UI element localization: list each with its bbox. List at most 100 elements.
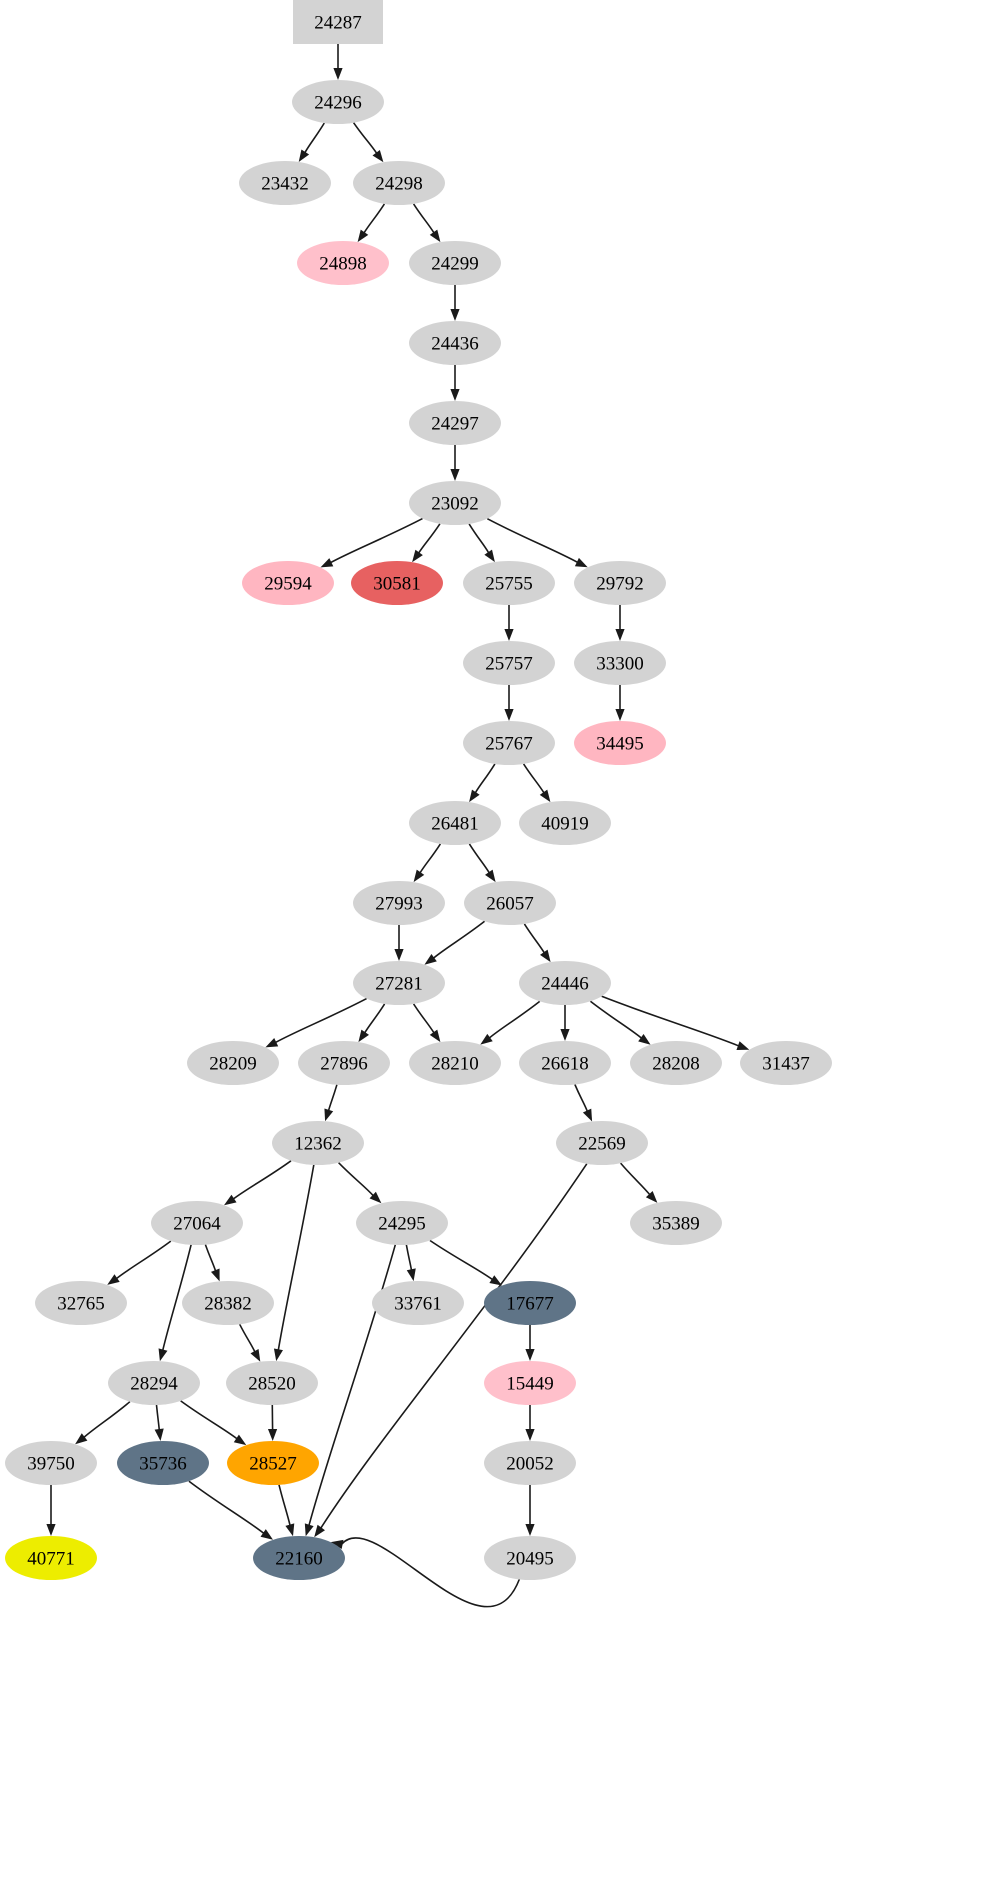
node-shape[interactable] — [484, 1281, 576, 1325]
arrowhead-icon — [333, 68, 343, 80]
node-shape[interactable] — [519, 1041, 611, 1085]
node-shape[interactable] — [187, 1041, 279, 1085]
node-shape[interactable] — [293, 0, 383, 44]
graph-node-23432[interactable]: 23432 — [239, 161, 331, 205]
node-shape[interactable] — [519, 801, 611, 845]
node-shape[interactable] — [242, 561, 334, 605]
graph-node-20052[interactable]: 20052 — [484, 1441, 576, 1485]
graph-node-29594[interactable]: 29594 — [242, 561, 334, 605]
graph-node-24299[interactable]: 24299 — [409, 241, 501, 285]
node-shape[interactable] — [574, 641, 666, 685]
graph-node-24298[interactable]: 24298 — [353, 161, 445, 205]
graph-node-33300[interactable]: 33300 — [574, 641, 666, 685]
graph-node-24295[interactable]: 24295 — [356, 1201, 448, 1245]
node-shape[interactable] — [117, 1441, 209, 1485]
graph-node-40919[interactable]: 40919 — [519, 801, 611, 845]
graph-node-22160[interactable]: 22160 — [253, 1536, 345, 1580]
graph-node-25767[interactable]: 25767 — [463, 721, 555, 765]
graph-node-32765[interactable]: 32765 — [35, 1281, 127, 1325]
graph-node-35736[interactable]: 35736 — [117, 1441, 209, 1485]
node-shape[interactable] — [409, 1041, 501, 1085]
edge-line — [417, 523, 441, 554]
node-shape[interactable] — [574, 561, 666, 605]
node-shape[interactable] — [519, 961, 611, 1005]
graph-node-28382[interactable]: 28382 — [182, 1281, 274, 1325]
graph-node-25757[interactable]: 25757 — [463, 641, 555, 685]
node-shape[interactable] — [226, 1361, 318, 1405]
node-shape[interactable] — [272, 1121, 364, 1165]
node-shape[interactable] — [630, 1041, 722, 1085]
node-shape[interactable] — [297, 241, 389, 285]
node-shape[interactable] — [409, 321, 501, 365]
graph-node-24436[interactable]: 24436 — [409, 321, 501, 365]
graph-node-39750[interactable]: 39750 — [5, 1441, 97, 1485]
graph-node-17677[interactable]: 17677 — [484, 1281, 576, 1325]
graph-node-26057[interactable]: 26057 — [464, 881, 556, 925]
node-shape[interactable] — [372, 1281, 464, 1325]
node-shape[interactable] — [409, 481, 501, 525]
graph-node-27281[interactable]: 27281 — [353, 961, 445, 1005]
node-shape[interactable] — [353, 161, 445, 205]
graph-node-29792[interactable]: 29792 — [574, 561, 666, 605]
graph-node-26481[interactable]: 26481 — [409, 801, 501, 845]
graph-node-24296[interactable]: 24296 — [292, 80, 384, 124]
node-shape[interactable] — [409, 241, 501, 285]
node-shape[interactable] — [630, 1201, 722, 1245]
node-shape[interactable] — [463, 641, 555, 685]
node-shape[interactable] — [351, 561, 443, 605]
node-shape[interactable] — [182, 1281, 274, 1325]
graph-node-12362[interactable]: 12362 — [272, 1121, 364, 1165]
node-shape[interactable] — [409, 401, 501, 445]
node-shape[interactable] — [356, 1201, 448, 1245]
graph-node-25755[interactable]: 25755 — [463, 561, 555, 605]
node-shape[interactable] — [292, 80, 384, 124]
graph-node-35389[interactable]: 35389 — [630, 1201, 722, 1245]
node-shape[interactable] — [353, 961, 445, 1005]
graph-node-31437[interactable]: 31437 — [740, 1041, 832, 1085]
node-shape[interactable] — [484, 1361, 576, 1405]
graph-node-28527[interactable]: 28527 — [227, 1441, 319, 1485]
graph-node-22569[interactable]: 22569 — [556, 1121, 648, 1165]
graph-node-23092[interactable]: 23092 — [409, 481, 501, 525]
node-shape[interactable] — [108, 1361, 200, 1405]
node-shape[interactable] — [464, 881, 556, 925]
graph-node-28209[interactable]: 28209 — [187, 1041, 279, 1085]
graph-node-15449[interactable]: 15449 — [484, 1361, 576, 1405]
graph-node-24287[interactable]: 24287 — [293, 0, 383, 44]
node-shape[interactable] — [353, 881, 445, 925]
edge-line — [601, 995, 740, 1047]
node-shape[interactable] — [574, 721, 666, 765]
node-shape[interactable] — [253, 1536, 345, 1580]
edge-39750-40771 — [46, 1485, 56, 1536]
node-shape[interactable] — [35, 1281, 127, 1325]
node-shape[interactable] — [409, 801, 501, 845]
node-shape[interactable] — [556, 1121, 648, 1165]
graph-node-24297[interactable]: 24297 — [409, 401, 501, 445]
graph-node-28520[interactable]: 28520 — [226, 1361, 318, 1405]
node-shape[interactable] — [484, 1441, 576, 1485]
graph-node-27896[interactable]: 27896 — [298, 1041, 390, 1085]
node-shape[interactable] — [5, 1536, 97, 1580]
graph-node-20495[interactable]: 20495 — [484, 1536, 576, 1580]
graph-node-28210[interactable]: 28210 — [409, 1041, 501, 1085]
graph-node-27993[interactable]: 27993 — [353, 881, 445, 925]
graph-node-24446[interactable]: 24446 — [519, 961, 611, 1005]
node-shape[interactable] — [239, 161, 331, 205]
node-shape[interactable] — [463, 721, 555, 765]
node-shape[interactable] — [463, 561, 555, 605]
graph-node-27064[interactable]: 27064 — [151, 1201, 243, 1245]
graph-node-24898[interactable]: 24898 — [297, 241, 389, 285]
graph-node-34495[interactable]: 34495 — [574, 721, 666, 765]
node-shape[interactable] — [151, 1201, 243, 1245]
node-shape[interactable] — [298, 1041, 390, 1085]
node-shape[interactable] — [740, 1041, 832, 1085]
node-shape[interactable] — [227, 1441, 319, 1485]
graph-node-33761[interactable]: 33761 — [372, 1281, 464, 1325]
node-shape[interactable] — [484, 1536, 576, 1580]
graph-node-28208[interactable]: 28208 — [630, 1041, 722, 1085]
graph-node-26618[interactable]: 26618 — [519, 1041, 611, 1085]
graph-node-30581[interactable]: 30581 — [351, 561, 443, 605]
graph-node-40771[interactable]: 40771 — [5, 1536, 97, 1580]
graph-node-28294[interactable]: 28294 — [108, 1361, 200, 1405]
node-shape[interactable] — [5, 1441, 97, 1485]
